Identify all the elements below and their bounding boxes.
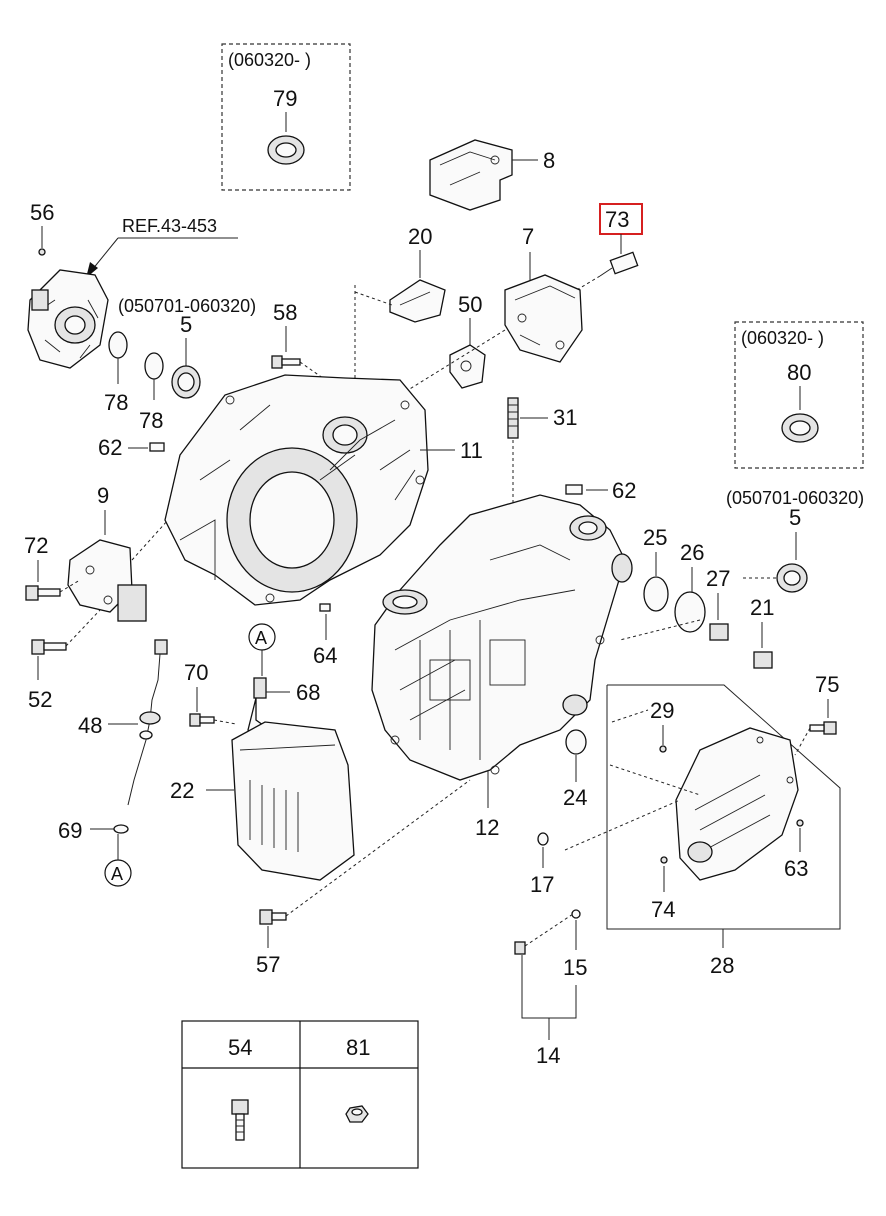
- bolt-52: [31, 639, 67, 655]
- sensor-50: [449, 344, 486, 389]
- label-15: 15: [563, 955, 587, 980]
- label-5a: 5: [180, 312, 192, 337]
- label-17: 17: [530, 872, 554, 897]
- o-ring-69: [113, 824, 129, 834]
- label-29: 29: [650, 698, 674, 723]
- label-31: 31: [553, 405, 577, 430]
- seal-5a: [171, 365, 201, 399]
- bolt-57: [259, 909, 287, 925]
- label-14: 14: [536, 1043, 560, 1068]
- table-header-81: 81: [346, 1035, 370, 1060]
- side-cover-28: [675, 727, 799, 881]
- bolt-73: [599, 251, 639, 277]
- label-64: 64: [313, 643, 337, 668]
- bushing-21: [753, 651, 773, 669]
- pin-29: [659, 745, 667, 753]
- dipstick-48: [127, 639, 168, 806]
- label-5b: 5: [789, 505, 801, 530]
- label-27: 27: [706, 566, 730, 591]
- range-note-top: (060320- ): [228, 50, 311, 70]
- label-69: 69: [58, 818, 82, 843]
- table-header-54: 54: [228, 1035, 252, 1060]
- oil-pump-housing: [27, 269, 109, 369]
- label-72: 72: [24, 533, 48, 558]
- bushing-27: [709, 623, 729, 641]
- label-78b: 78: [139, 408, 163, 433]
- label-78a: 78: [104, 390, 128, 415]
- bracket-8: [429, 139, 513, 211]
- pin-63: [796, 819, 804, 827]
- seal-79: [267, 135, 305, 165]
- label-25: 25: [643, 525, 667, 550]
- label-58: 58: [273, 300, 297, 325]
- seal-5b: [776, 563, 808, 593]
- o-ring-25: [643, 576, 669, 612]
- bolt-54: [231, 1099, 249, 1141]
- label-26: 26: [680, 540, 704, 565]
- label-20: 20: [408, 224, 432, 249]
- label-70: 70: [184, 660, 208, 685]
- o-ring-78b: [144, 352, 164, 380]
- range-note-right: (060320- ): [741, 328, 824, 348]
- bolt-58: [271, 355, 301, 369]
- option-box-80: [734, 321, 864, 469]
- label-22: 22: [170, 778, 194, 803]
- screw-56: [38, 248, 46, 256]
- label-62b: 62: [612, 478, 636, 503]
- o-ring-24: [565, 729, 587, 755]
- label-79: 79: [273, 86, 297, 111]
- label-74: 74: [651, 897, 675, 922]
- label-68: 68: [296, 680, 320, 705]
- label-9: 9: [97, 483, 109, 508]
- marker-a-top-label: A: [255, 628, 267, 648]
- label-62a: 62: [98, 435, 122, 460]
- label-28: 28: [710, 953, 734, 978]
- o-ring-15: [571, 909, 581, 919]
- bolt-70: [189, 713, 215, 727]
- bolt-72: [25, 585, 61, 601]
- ref-note: REF.43-453: [122, 216, 217, 236]
- label-11: 11: [460, 438, 483, 463]
- label-7: 7: [522, 224, 534, 249]
- label-57: 57: [256, 952, 280, 977]
- label-75: 75: [815, 672, 839, 697]
- bolt-75: [809, 721, 837, 735]
- range-note-left: (050701-060320): [118, 296, 256, 316]
- bracket-20: [389, 279, 446, 323]
- o-ring-78a: [108, 331, 128, 359]
- stud-31: [507, 397, 519, 439]
- label-12: 12: [475, 815, 499, 840]
- label-21: 21: [750, 595, 774, 620]
- label-50: 50: [458, 292, 482, 317]
- range-note-right-low: (050701-060320): [726, 488, 864, 508]
- pin-74: [660, 856, 668, 864]
- group-box-28: [606, 684, 841, 930]
- bracket-9: [67, 539, 147, 622]
- pin-62b: [565, 484, 583, 495]
- pin-62a: [149, 442, 165, 452]
- nut-81: [345, 1105, 369, 1123]
- label-63: 63: [784, 856, 808, 881]
- fastener-table: [181, 1020, 419, 1169]
- oil-pan-22: [231, 721, 355, 881]
- plug-14: [514, 941, 526, 955]
- label-48: 48: [78, 713, 102, 738]
- label-73: 73: [605, 207, 629, 232]
- converter-housing-11: [164, 374, 429, 606]
- transaxle-case-12: [371, 494, 633, 781]
- pin-64: [319, 603, 331, 612]
- label-52: 52: [28, 687, 52, 712]
- option-box-79: [221, 43, 351, 191]
- seal-80: [781, 413, 819, 443]
- label-24: 24: [563, 785, 587, 810]
- o-ring-17: [537, 832, 549, 846]
- bracket-7: [504, 274, 583, 363]
- o-ring-26: [674, 591, 706, 633]
- label-8: 8: [543, 148, 555, 173]
- label-56: 56: [30, 200, 54, 225]
- label-80: 80: [787, 360, 811, 385]
- marker-a-bottom-label: A: [111, 864, 123, 884]
